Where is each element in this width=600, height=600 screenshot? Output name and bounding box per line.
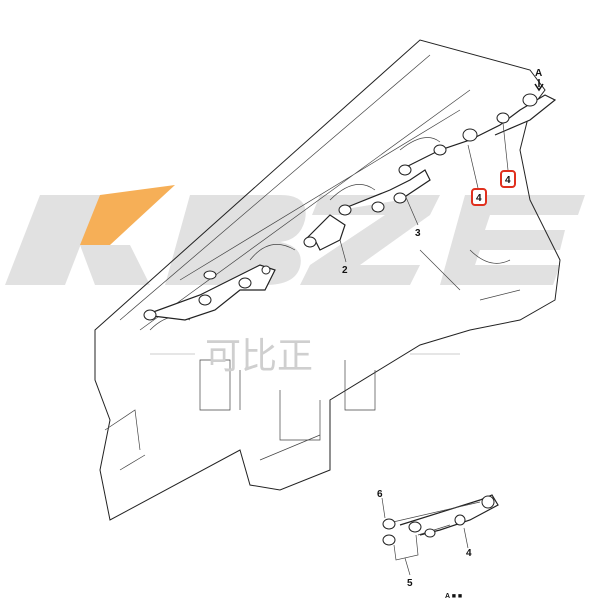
svg-text:4: 4 xyxy=(476,193,482,204)
detail-caption: A ■ ■ xyxy=(445,593,462,600)
svg-text:4: 4 xyxy=(505,175,511,186)
callout-3: 3 xyxy=(415,228,421,239)
highlighted-callout-4-right: 4 xyxy=(500,170,516,188)
kbze-watermark-logo xyxy=(5,185,585,285)
highlighted-callout-4-left: 4 xyxy=(471,188,487,206)
view-arrow-a: A xyxy=(534,68,544,92)
detail-view: 6 4 5 A ■ ■ xyxy=(377,489,499,600)
svg-text:可比正: 可比正 xyxy=(205,336,313,377)
injection-pipes xyxy=(143,93,557,321)
chinese-watermark: 可比正 xyxy=(150,336,460,377)
detail-callout-4: 4 xyxy=(466,548,472,559)
detail-callout-6: 6 xyxy=(377,489,383,500)
detail-callout-5: 5 xyxy=(407,578,413,589)
callout-2: 2 xyxy=(342,265,348,276)
svg-text:A: A xyxy=(535,68,542,79)
